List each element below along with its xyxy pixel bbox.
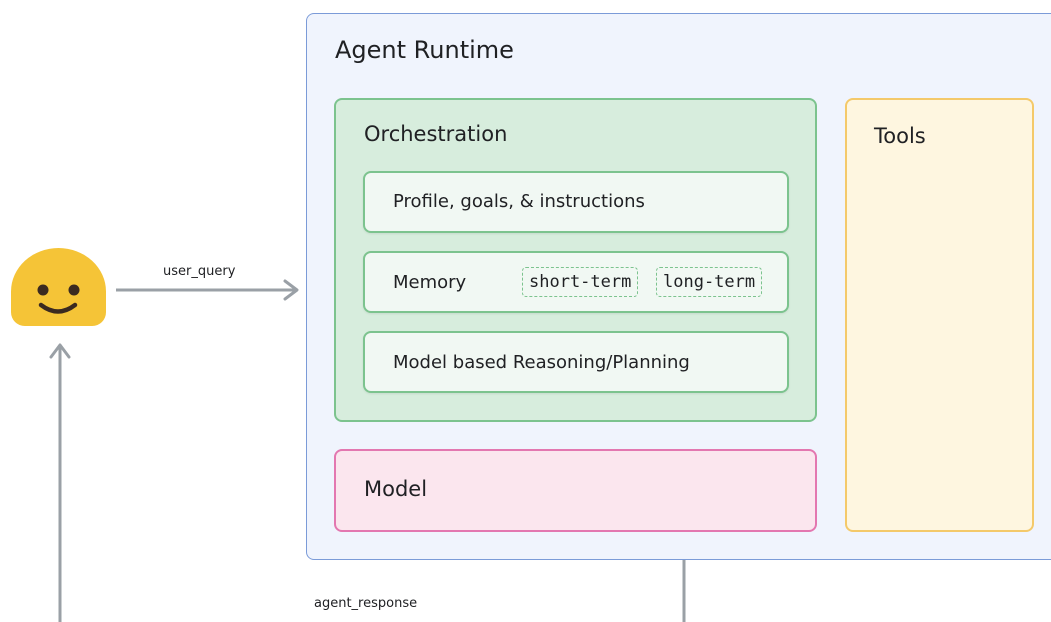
tools-title: Tools [874,124,926,148]
agent-response-label: agent_response [314,596,418,611]
orchestration-title: Orchestration [364,122,508,146]
user-query-arrow [116,279,299,301]
agent-response-arrow [49,343,686,622]
reasoning-card: Model based Reasoning/Planning [363,331,789,393]
profile-label: Profile, goals, & instructions [393,191,645,212]
agent-runtime-title: Agent Runtime [335,36,514,64]
tools-box [845,98,1034,532]
memory-label: Memory [393,272,467,293]
smiley-face-icon [37,284,80,314]
long-term-memory-chip: long-term [656,267,763,297]
user-query-label: user_query [163,264,236,279]
reasoning-label: Model based Reasoning/Planning [393,352,690,373]
user-smiley-icon [11,248,106,326]
short-term-memory-chip: short-term [522,267,639,297]
profile-card: Profile, goals, & instructions [363,171,789,233]
model-box [334,449,817,532]
memory-card: Memory short-term long-term [363,251,789,313]
model-title: Model [364,477,428,501]
